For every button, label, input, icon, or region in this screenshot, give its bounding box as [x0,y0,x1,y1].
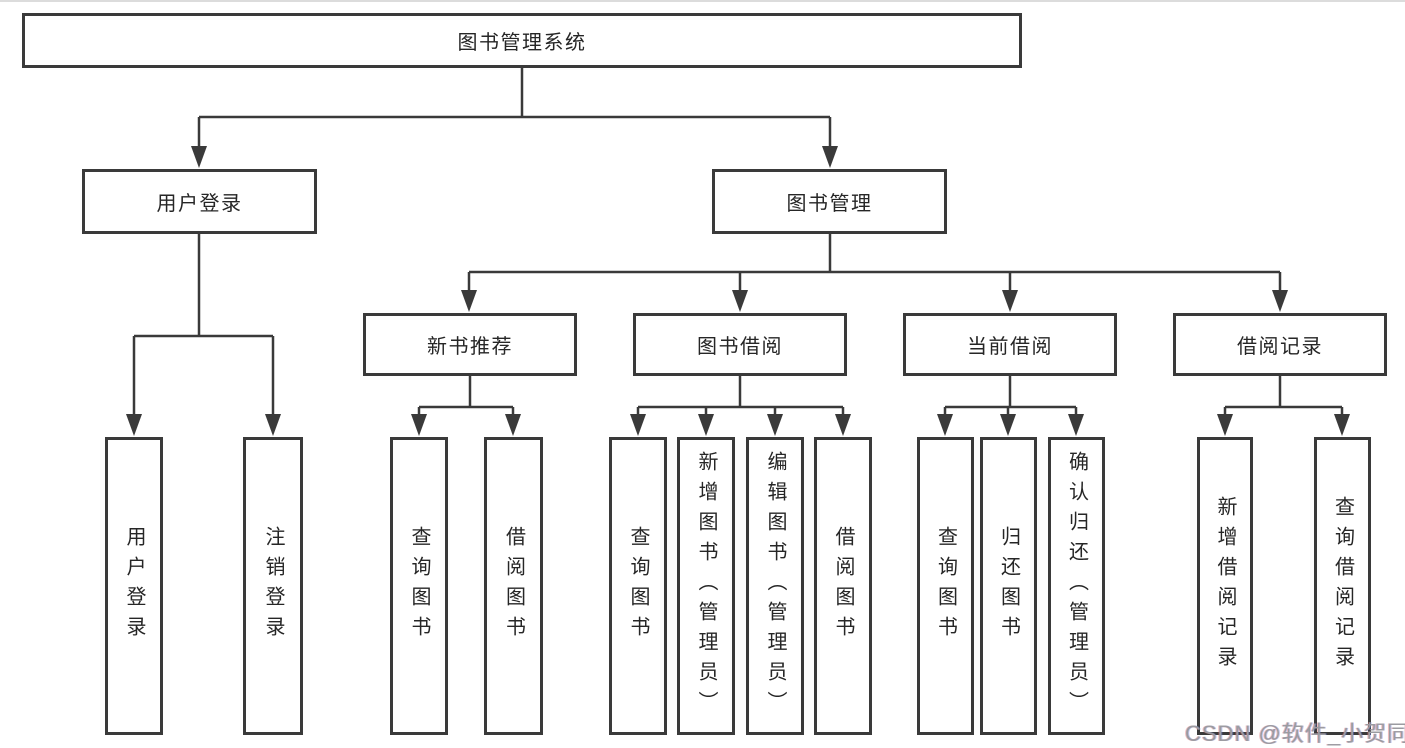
leaf-label: 新增借阅记录 [1214,496,1236,676]
leaf-label: 归还图书 [997,526,1020,646]
leaf-borrow-book: 借阅图书 [814,437,872,735]
node-borrow-record: 借阅记录 [1173,313,1387,376]
leaf-return-book: 归还图书 [980,437,1037,735]
connector-user-login-children [132,234,275,418]
leaf-label: 借阅图书 [832,526,854,646]
leaf-user-login: 用户登录 [105,437,163,735]
leaf-label: 确认归还（管理员） [1065,451,1088,721]
leaf-label: 用户登录 [123,526,145,646]
leaf-add-borrow-record: 新增借阅记录 [1197,437,1253,735]
connector-current-borrow-children [943,376,1078,418]
node-book-borrow: 图书借阅 [633,313,847,376]
leaf-confirm-return-admin: 确认归还（管理员） [1048,437,1105,735]
leaf-query-book-current: 查询图书 [917,437,974,735]
leaf-edit-book-admin: 编辑图书（管理员） [746,437,804,735]
leaf-label: 借阅图书 [502,526,525,646]
leaf-query-book-borrow: 查询图书 [609,437,667,735]
connector-root-to-level2 [197,68,832,150]
leaf-query-book-recommend: 查询图书 [390,437,448,735]
leaf-add-book-admin: 新增图书（管理员） [677,437,735,735]
connector-book-management-children [467,234,1282,294]
leaf-label: 注销登录 [262,526,284,646]
node-current-borrow: 当前借阅 [903,313,1117,376]
connector-new-book-children [417,376,515,418]
leaf-label: 查询借阅记录 [1331,496,1354,676]
leaf-borrow-book-recommend: 借阅图书 [484,437,543,735]
leaf-logout: 注销登录 [243,437,303,735]
leaf-label: 编辑图书（管理员） [764,451,786,721]
leaf-label: 查询图书 [934,526,957,646]
leaf-label: 查询图书 [408,526,430,646]
node-user-login: 用户登录 [82,169,317,234]
leaf-query-borrow-record: 查询借阅记录 [1314,437,1371,735]
node-library-management-system: 图书管理系统 [22,13,1022,68]
connector-book-borrow-children [636,376,845,418]
connector-borrow-record-children [1223,376,1344,418]
csdn-watermark: CSDN @软件_小贺同学 [1185,721,1405,746]
leaf-label: 查询图书 [627,526,649,646]
leaf-label: 新增图书（管理员） [695,451,717,721]
node-new-book-recommend: 新书推荐 [363,313,577,376]
arrowheads [126,146,1350,436]
screenshot-top-edge-line [0,0,1405,2]
node-book-management: 图书管理 [712,169,947,234]
